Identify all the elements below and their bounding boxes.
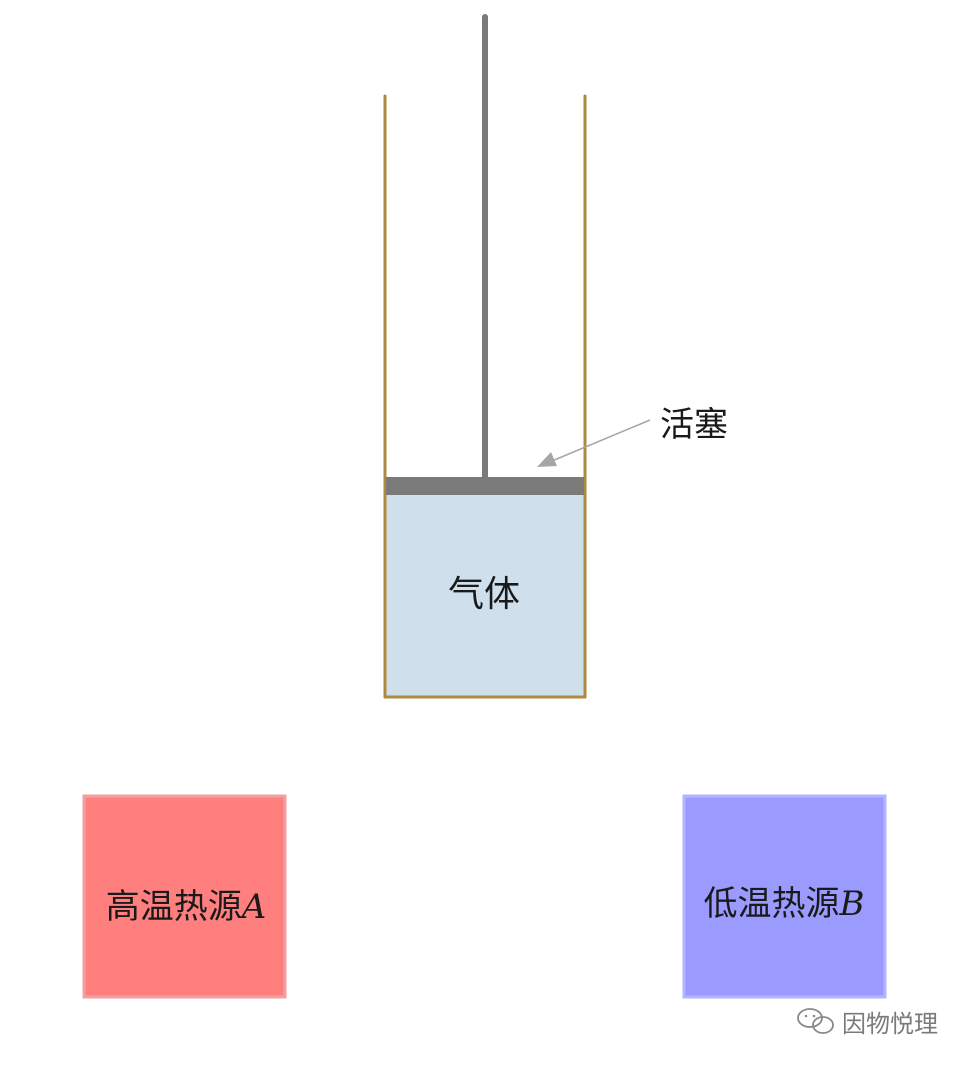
gas-label: 气体 [448,574,520,615]
hot-source-text: 高温热源 [106,887,242,927]
piston-label-arrowhead [537,452,557,467]
hot-source-block [82,794,287,999]
gas-region [386,494,584,696]
cold-source-text: 低温热源 [704,884,840,924]
piston-plate [386,477,584,495]
cold-source-var: B [839,884,865,924]
watermark-text: 因物悦理 [842,1010,938,1038]
cold-source-label: 低温热源B [704,884,865,924]
wechat-icon [797,1008,834,1034]
hot-source-label: 高温热源A [106,887,267,927]
hot-source-var: A [239,887,267,927]
cold-source-block [682,794,887,999]
piston-label-arrow-shaft [551,419,651,462]
piston-label: 活塞 [660,405,728,445]
watermark: 因物悦理 [797,1008,938,1038]
